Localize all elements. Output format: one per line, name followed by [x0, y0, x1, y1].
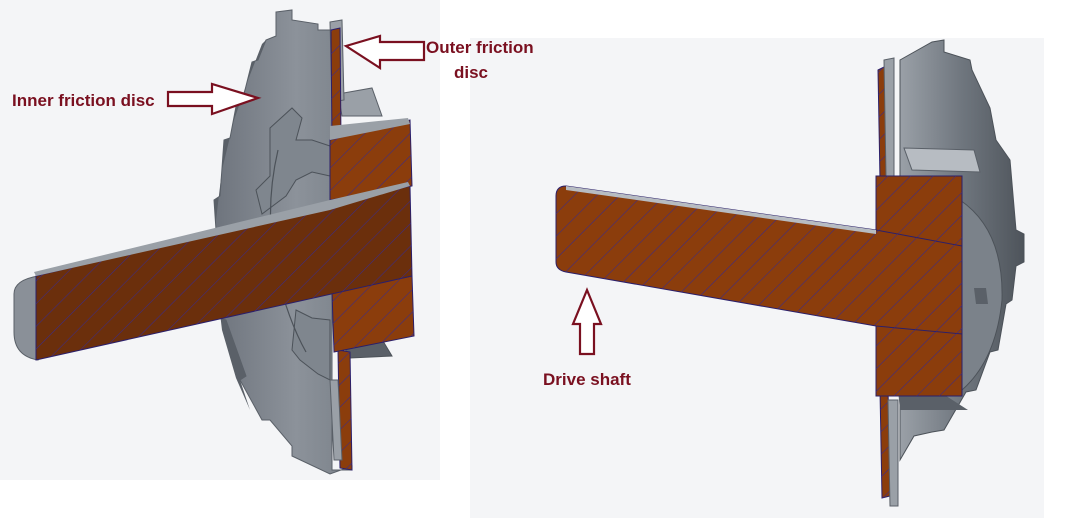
arrow-right-icon: [166, 82, 262, 116]
outer-friction-disc-label-line2: disc: [454, 63, 489, 82]
left-outer-friction-disc: [329, 19, 353, 471]
inner-friction-disc-label: Inner friction disc: [12, 91, 155, 110]
left-hub-section: [329, 118, 415, 353]
right-drive-shaft: [555, 185, 963, 335]
arrow-up-icon: [571, 287, 603, 356]
arrow-left-icon: [343, 34, 426, 71]
drive-shaft-label: Drive shaft: [543, 370, 631, 389]
left-drive-shaft: [13, 182, 413, 361]
outer-friction-disc-label-line1: Outer friction: [426, 38, 534, 57]
outer-friction-disc-label: Outer friction disc: [426, 35, 534, 85]
right-outer-friction-disc: [877, 57, 899, 507]
